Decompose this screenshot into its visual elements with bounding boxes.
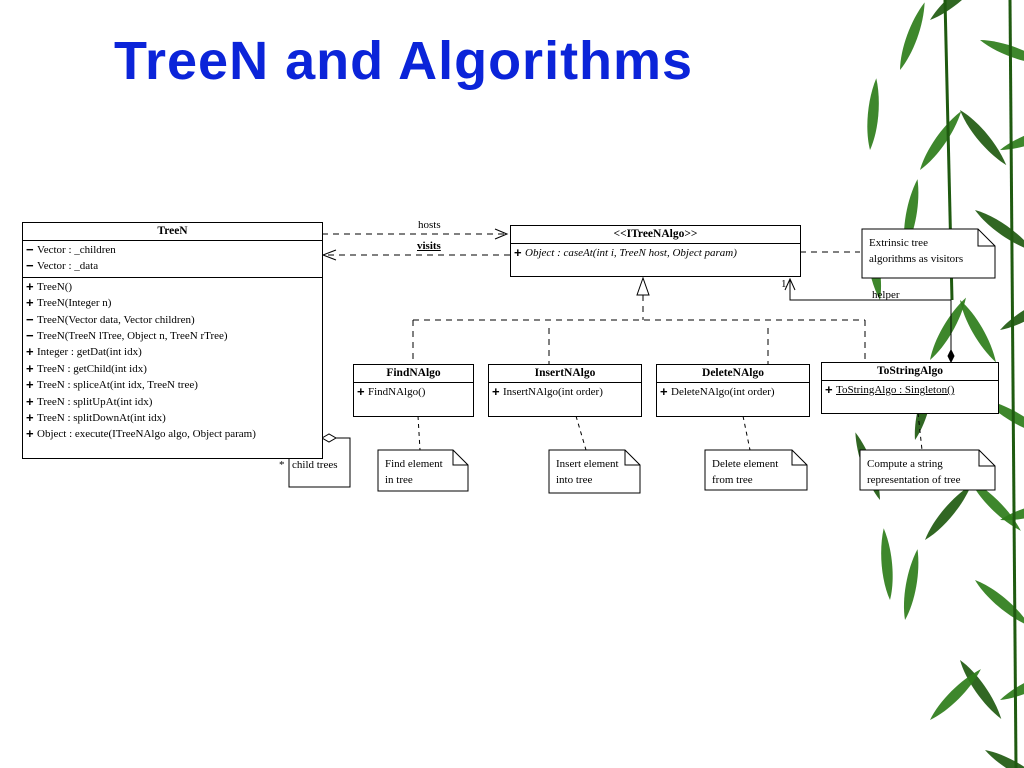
extrinsic-note-shape — [861, 228, 996, 279]
bamboo-leaf — [930, 669, 981, 720]
child-trees-self-association — [288, 437, 351, 488]
treen-methods: +TreeN() +TreeN(Integer n) −TreeN(Vector… — [23, 278, 322, 445]
method-row: +Integer : getDat(int idx) — [26, 344, 142, 360]
slide-title: TreeN and Algorithms — [114, 31, 694, 91]
bamboo-leaf — [985, 750, 1024, 768]
helper-label: helper — [872, 289, 900, 301]
deletenalgo-name: DeleteNAlgo — [657, 365, 809, 383]
bamboo-leaf — [867, 78, 879, 150]
method-row: −TreeN(Vector data, Vector children) — [26, 311, 195, 327]
bamboo-leaf — [903, 549, 919, 620]
itreenalgo-methods: +Object : caseAt(int i, TreeN host, Obje… — [511, 244, 800, 263]
multiplicity-star-label: * — [279, 459, 285, 471]
tostring-note-shape — [859, 449, 996, 491]
treen-attributes: −Vector : _children −Vector : _data — [23, 241, 322, 278]
realization-triangle-icon — [636, 276, 650, 296]
delete-note: Delete element from tree — [712, 458, 779, 486]
helper-association-line — [789, 280, 952, 362]
bamboo-leaf — [881, 528, 893, 600]
method-row: +Object : caseAt(int i, TreeN host, Obje… — [514, 245, 737, 260]
method-row: +DeleteNAlgo(int order) — [660, 384, 775, 399]
tostring-note-link — [917, 412, 923, 451]
method-row: +Object : execute(ITreeNAlgo algo, Objec… — [26, 426, 256, 442]
bamboo-leaf — [960, 300, 996, 363]
method-row: +FindNAlgo() — [357, 384, 426, 399]
method-row: +ToStringAlgo : Singleton() — [825, 382, 955, 397]
bamboo-leaf — [1000, 125, 1024, 150]
multiplicity-one-label: 1 — [781, 278, 787, 290]
tostringalgo-class: ToStringAlgo +ToStringAlgo : Singleton() — [821, 362, 999, 414]
method-row: +TreeN : spliceAt(int idx, TreeN tree) — [26, 377, 198, 393]
helper-arrowhead-icon — [784, 277, 796, 291]
treen-class: TreeN −Vector : _children −Vector : _dat… — [22, 222, 323, 459]
bamboo-leaf — [930, 297, 966, 360]
bamboo-leaf — [1000, 294, 1024, 330]
bamboo-stalk — [1008, 0, 1018, 768]
delete-note-shape — [704, 449, 808, 491]
itreenalgo-name: <<ITreeNAlgo>> — [511, 226, 800, 244]
extrinsic-note: Extrinsic tree algorithms as visitors — [869, 237, 964, 265]
visits-arrowhead-icon — [321, 249, 337, 261]
bamboo-leaf — [920, 111, 962, 170]
insertnalgo-name: InsertNAlgo — [489, 365, 641, 383]
attribute-row: −Vector : _data — [26, 258, 99, 274]
method-row: +TreeN : getChild(int idx) — [26, 360, 147, 376]
insertnalgo-class: InsertNAlgo +InsertNAlgo(int order) — [488, 364, 642, 417]
insert-note-shape — [548, 449, 641, 494]
find-note: Find element in tree — [385, 458, 443, 486]
find-note-link — [417, 415, 421, 451]
hosts-label: hosts — [418, 219, 441, 231]
bamboo-leaf — [980, 40, 1024, 65]
child-trees-label: child trees — [292, 459, 338, 471]
treen-class-name: TreeN — [23, 223, 322, 241]
aggregation-diamond-icon — [320, 433, 338, 443]
findnalgo-class: FindNAlgo +FindNAlgo() — [353, 364, 474, 417]
insert-note: Insert element into tree — [556, 458, 619, 486]
bamboo-leaf — [985, 400, 1024, 436]
itreenalgo-interface: <<ITreeNAlgo>> +Object : caseAt(int i, T… — [510, 225, 801, 277]
find-note-shape — [377, 449, 469, 492]
bamboo-leaf — [975, 580, 1024, 627]
method-row: −TreeN(TreeN lTree, Object n, TreeN rTre… — [26, 327, 228, 343]
bamboo-leaf — [900, 2, 925, 70]
method-row: +TreeN : splitDownAt(int idx) — [26, 409, 166, 425]
insert-note-link — [575, 415, 587, 451]
attribute-row: −Vector : _children — [26, 242, 116, 257]
method-row: +InsertNAlgo(int order) — [492, 384, 603, 399]
bamboo-leaf — [975, 210, 1024, 252]
bamboo-leaf — [1000, 501, 1024, 521]
deletenalgo-class: DeleteNAlgo +DeleteNAlgo(int order) — [656, 364, 810, 417]
visits-label: visits — [417, 240, 441, 252]
hosts-arrowhead-icon — [494, 228, 509, 240]
findnalgo-name: FindNAlgo — [354, 365, 473, 383]
tostringalgo-name: ToStringAlgo — [822, 363, 998, 381]
method-row: +TreeN(Integer n) — [26, 295, 112, 311]
helper-diamond-icon — [947, 348, 955, 364]
bamboo-leaf — [960, 660, 1002, 719]
method-row: +TreeN : splitUpAt(int idx) — [26, 393, 153, 409]
bamboo-leaf — [960, 110, 1007, 166]
bamboo-leaf — [925, 484, 972, 540]
method-row: +TreeN() — [26, 278, 73, 294]
tostring-note: Compute a string representation of tree — [867, 458, 961, 486]
delete-note-link — [742, 415, 751, 451]
